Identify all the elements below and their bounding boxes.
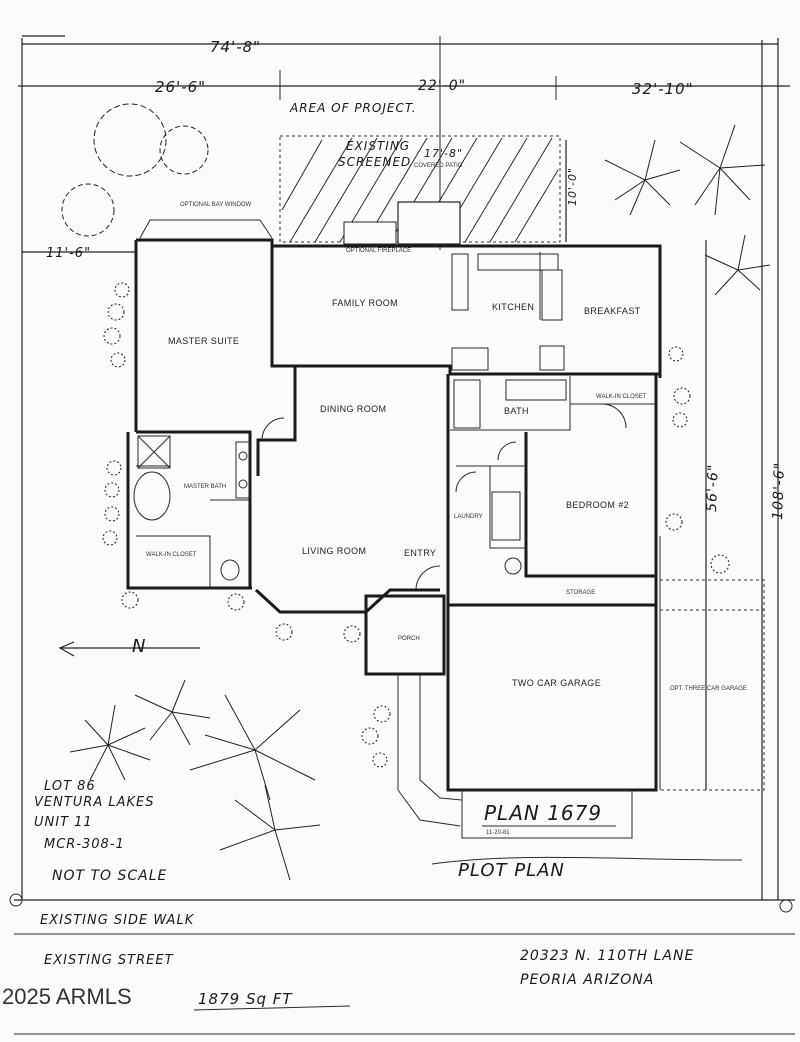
corner-markers bbox=[9, 893, 793, 913]
note-screened: SCREENED bbox=[338, 155, 411, 169]
note-optional-fireplace: OPTIONAL FIREPLACE bbox=[346, 248, 411, 254]
optional-garage-outline bbox=[660, 579, 765, 791]
label-walk-in-closet: WALK-IN CLOSET bbox=[596, 394, 647, 400]
dim-right-segment: 32'-10" bbox=[632, 80, 694, 98]
plot-plan-title: PLOT PLAN bbox=[458, 860, 565, 881]
street-area: EXISTING SIDE WALK EXISTING STREET 20323… bbox=[2, 913, 795, 1035]
label-master-suite: MASTER SUITE bbox=[168, 336, 239, 346]
label-kitchen: KITCHEN bbox=[492, 302, 534, 312]
dim-middle-segment: 22'-0" bbox=[418, 78, 466, 94]
lot-subdivision: VENTURA LAKES bbox=[34, 795, 154, 810]
label-breakfast: BREAKFAST bbox=[584, 306, 641, 316]
north-label: N bbox=[132, 636, 146, 657]
property-lines bbox=[14, 38, 795, 901]
label-porch: PORCH bbox=[398, 636, 420, 642]
interior-partitions bbox=[133, 252, 656, 591]
label-entry: ENTRY bbox=[404, 548, 436, 558]
house-walls bbox=[126, 238, 662, 792]
patio-area: AREA OF PROJECT. EXISTING SCREENED COVER… bbox=[139, 101, 579, 254]
lot-unit: UNIT 11 bbox=[34, 815, 93, 830]
palm-lower-left bbox=[69, 679, 321, 881]
top-dimensions: 74'-8" 26'-6" 22'-0" 32'-10" 11'-6" bbox=[22, 35, 778, 261]
right-dimensions: 56'-6" 108'-6" bbox=[704, 40, 788, 900]
dim-patio-width: 17'-8" bbox=[424, 147, 463, 160]
shrubs bbox=[102, 282, 730, 768]
label-two-car-garage: TWO CAR GARAGE bbox=[512, 678, 601, 688]
address-line-1: 20323 N. 110TH LANE bbox=[520, 948, 694, 964]
dim-patio-depth: 10'-0" bbox=[566, 167, 579, 206]
address-line-2: PEORIA ARIZONA bbox=[520, 972, 654, 988]
plan-name: PLAN 1679 bbox=[484, 801, 602, 825]
label-dining-room: DINING ROOM bbox=[320, 404, 386, 414]
note-optional-bay-window: OPTIONAL BAY WINDOW bbox=[180, 202, 252, 208]
label-living-room: LIVING ROOM bbox=[302, 546, 366, 556]
lot-info: LOT 86 VENTURA LAKES UNIT 11 MCR-308-1 N… bbox=[34, 779, 167, 884]
landscaping bbox=[61, 103, 771, 881]
label-optional-three-car: OPT. THREE CAR GARAGE bbox=[670, 686, 747, 692]
label-master-walk-in-closet: WALK-IN CLOSET bbox=[146, 552, 197, 558]
lot-mcr: MCR-308-1 bbox=[44, 837, 125, 852]
dim-side-setback: 11'-6" bbox=[46, 246, 91, 261]
scale-note: NOT TO SCALE bbox=[52, 868, 167, 884]
driveway bbox=[397, 674, 743, 865]
street-label: EXISTING STREET bbox=[44, 953, 174, 968]
copyright-watermark: 2025 ARMLS bbox=[2, 984, 132, 1009]
label-storage: STORAGE bbox=[566, 590, 595, 596]
plan-date: 11-20-81 bbox=[486, 830, 510, 836]
label-bedroom-2: BEDROOM #2 bbox=[566, 500, 629, 510]
palm-top-right bbox=[604, 124, 771, 296]
label-master-bath: MASTER BATH bbox=[184, 484, 226, 490]
north-arrow: N bbox=[58, 636, 200, 657]
lot-number: LOT 86 bbox=[44, 779, 96, 794]
note-covered-patio: COVERED PATIO bbox=[414, 163, 463, 169]
dim-overall-width: 74'-8" bbox=[210, 38, 261, 56]
label-family-room: FAMILY ROOM bbox=[332, 298, 398, 308]
note-existing: EXISTING bbox=[346, 139, 410, 153]
dim-overall-depth: 108'-6" bbox=[770, 462, 788, 520]
square-footage: 1879 Sq FT bbox=[198, 990, 293, 1008]
room-labels: FAMILY ROOM KITCHEN BREAKFAST MASTER SUI… bbox=[146, 298, 747, 692]
dim-left-segment: 26'-6" bbox=[155, 78, 206, 96]
note-area-of-project: AREA OF PROJECT. bbox=[289, 101, 417, 115]
label-bath: BATH bbox=[504, 406, 529, 416]
dim-inner-depth: 56'-6" bbox=[704, 464, 722, 513]
sidewalk-label: EXISTING SIDE WALK bbox=[40, 913, 195, 928]
label-laundry: LAUNDRY bbox=[454, 514, 483, 520]
title-block: PLAN 1679 11-20-81 PLOT PLAN bbox=[458, 801, 616, 881]
